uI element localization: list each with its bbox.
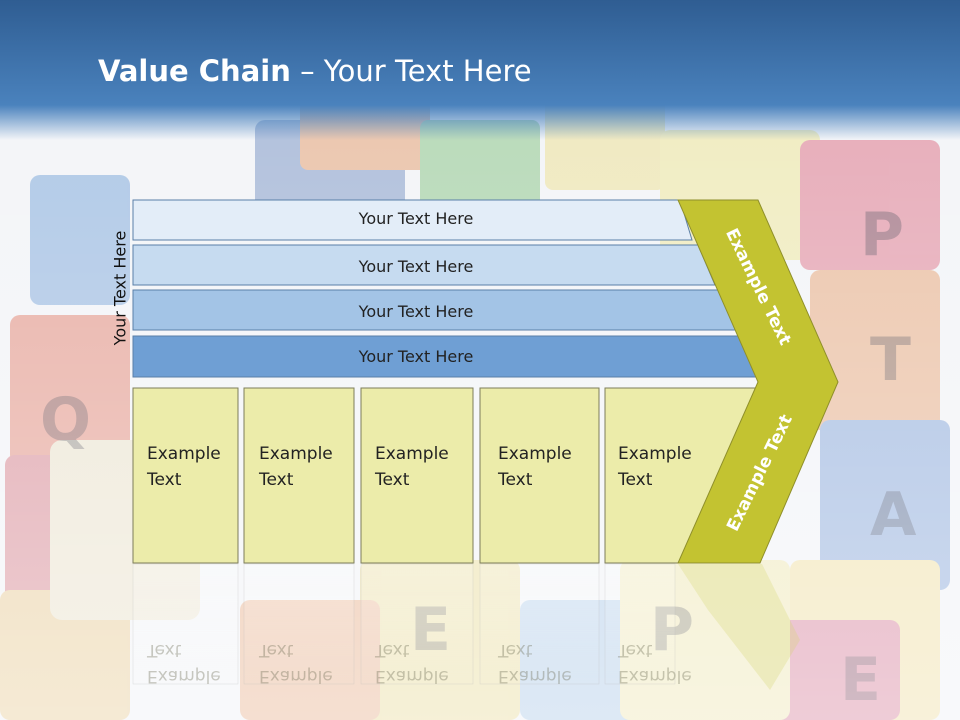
- bar-2-label: Your Text Here: [358, 257, 474, 276]
- box-reflection-text: Text: [374, 640, 410, 660]
- bar-1: [132, 199, 693, 241]
- box-4-line1: Example: [498, 444, 572, 464]
- box-3-line2: Text: [374, 470, 410, 490]
- box-3: [360, 387, 474, 564]
- bar-4-label: Your Text Here: [358, 347, 474, 366]
- box-reflection-text: Text: [146, 640, 182, 660]
- box-2-line1: Example: [259, 444, 333, 464]
- chevron-group: Example Text Example Text: [677, 199, 839, 564]
- slide-title: Value Chain – Your Text Here: [98, 54, 532, 88]
- box-reflection-text: Example: [375, 666, 449, 686]
- bars-group: Your Text Here Your Text Here Your Text …: [132, 199, 764, 378]
- box-1-line1: Example: [147, 444, 221, 464]
- box-4: [479, 387, 600, 564]
- box-reflection-text: Example: [259, 666, 333, 686]
- chevron-arrow: [677, 199, 839, 564]
- box-2: [243, 387, 355, 564]
- box-reflection-text: Text: [497, 640, 533, 660]
- box-4-line2: Text: [497, 470, 533, 490]
- box-1-line2: Text: [146, 470, 182, 490]
- box-reflection-text: Example: [498, 666, 572, 686]
- box-reflection-text: Text: [617, 640, 653, 660]
- slide-title-bold: Value Chain: [98, 54, 291, 88]
- slide-title-rest: – Your Text Here: [290, 54, 532, 88]
- bar-3-label: Your Text Here: [358, 302, 474, 321]
- box-3-line1: Example: [375, 444, 449, 464]
- box-1: [132, 387, 239, 564]
- box-reflection-text: Text: [258, 640, 294, 660]
- box-2-line2: Text: [258, 470, 294, 490]
- bar-1-label: Your Text Here: [358, 209, 474, 228]
- side-label: Your Text Here: [111, 231, 130, 347]
- box-5-line1: Example: [618, 444, 692, 464]
- box-reflection-text: Example: [147, 666, 221, 686]
- box-reflection-text: Example: [618, 666, 692, 686]
- boxes-group: Example Text Example Text Example Text E…: [132, 387, 761, 564]
- box-5-line2: Text: [617, 470, 653, 490]
